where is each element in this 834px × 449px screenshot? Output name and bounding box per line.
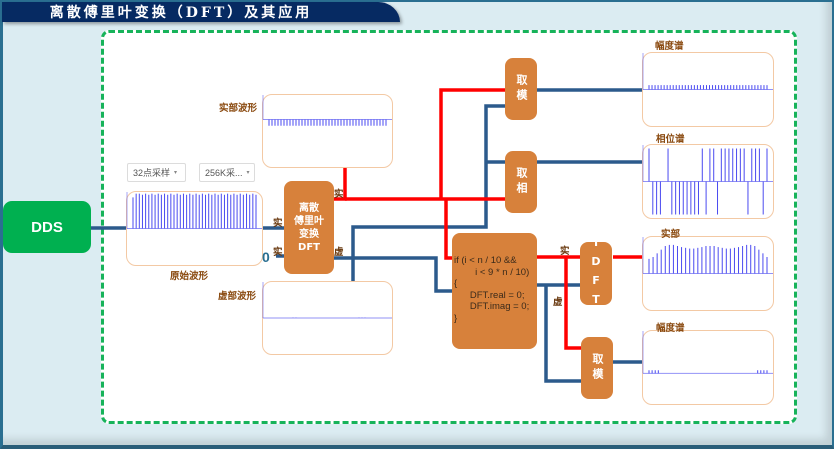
wire-filter-real-to-mag2	[564, 257, 582, 350]
magnitude-block-top[interactable]: 取模	[505, 58, 537, 120]
idft-block-label: IDFT	[589, 235, 603, 312]
magnitude-spectrum-label: 幅度谱	[655, 41, 684, 52]
stem-plot	[262, 95, 392, 126]
sample-rate-value: 256K采...	[205, 168, 243, 178]
filter-code-block[interactable]: if (i < n / 10 && i < 9 * n / 10) { DFT.…	[452, 233, 537, 349]
magnitude-block-top-label: 取模	[515, 74, 528, 104]
wire-filter-imag-to-mag2	[544, 285, 582, 383]
stem-plot	[642, 145, 773, 215]
sample-rate-dropdown[interactable]: 256K采... ▾	[199, 163, 255, 182]
stem-plot	[262, 282, 392, 319]
magnitude-block-bottom-label: 取模	[591, 353, 604, 383]
real-waveform-label: 实部波形	[219, 103, 258, 114]
dft-line-2: 傅里叶	[294, 215, 324, 227]
stem-plot	[642, 53, 773, 90]
dft-block[interactable]: 离散 傅里叶 变换 DFT	[284, 181, 334, 274]
idft-input-imag-port: 虚	[553, 297, 563, 308]
stem-plot	[126, 192, 262, 229]
idft-real-chart	[642, 236, 774, 311]
wire-real-to-magnitude	[439, 88, 505, 199]
imag-waveform-label: 虚部波形	[218, 291, 257, 302]
zero-input-value: 0	[262, 249, 270, 265]
page-title: 离散傅里叶变换（DFT）及其应用	[2, 2, 400, 22]
dft-line-1: 离散	[299, 202, 319, 214]
dft-output-imag-port: 虚	[334, 247, 344, 258]
dft-input-real-port: 实	[273, 218, 283, 229]
original-waveform-label: 原始波形	[170, 271, 209, 282]
stem-plot	[642, 237, 773, 274]
filtered-magnitude-chart	[642, 330, 774, 405]
dft-line-4: DFT	[298, 241, 320, 253]
real-waveform-chart	[262, 94, 393, 168]
dft-output-real-port: 实	[334, 189, 344, 200]
wire-imag-to-magnitude	[351, 104, 505, 281]
idft-input-real-port: 实	[560, 246, 570, 257]
phase-block-label: 取相	[515, 167, 528, 197]
phase-block[interactable]: 取相	[505, 151, 537, 213]
magnitude-spectrum-chart	[642, 52, 774, 127]
magnitude-block-bottom[interactable]: 取模	[581, 337, 613, 399]
dft-input-imag-port: 实	[273, 247, 283, 258]
sample-points-dropdown[interactable]: 32点采样 ▾	[127, 163, 186, 182]
sample-points-value: 32点采样	[133, 168, 171, 178]
idft-block[interactable]: IDFT	[580, 236, 612, 312]
wire-real-to-filter	[444, 199, 452, 260]
dft-line-3: 变换	[299, 228, 319, 240]
chevron-down-icon: ▾	[174, 170, 178, 176]
dds-source-button[interactable]: DDS	[3, 201, 91, 253]
chevron-down-icon: ▾	[246, 170, 250, 176]
stem-plot	[642, 331, 773, 374]
phase-spectrum-label: 相位谱	[656, 134, 685, 145]
filtered-magnitude-label: 幅度谱	[656, 323, 685, 334]
phase-spectrum-chart	[642, 144, 774, 219]
imag-waveform-chart	[262, 281, 393, 355]
idft-real-label: 实部	[661, 229, 681, 240]
original-waveform-chart	[126, 191, 263, 266]
wire-dft-imag-out	[334, 256, 452, 293]
